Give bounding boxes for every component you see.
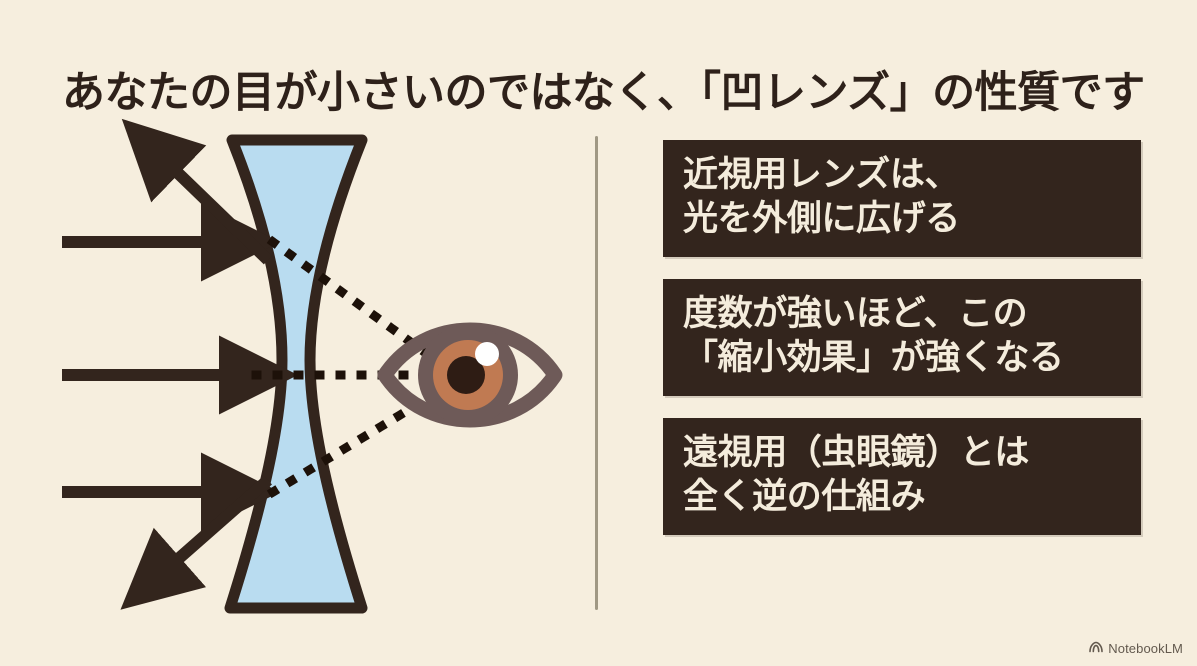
card-line: 「縮小効果」が強くなる bbox=[683, 338, 1064, 378]
eye-illustration bbox=[377, 322, 563, 428]
card-power-effect: 度数が強いほど、この 「縮小効果」が強くなる bbox=[663, 278, 1141, 396]
card-line: 全く逆の仕組み bbox=[683, 477, 926, 517]
card-line: 度数が強いほど、この bbox=[683, 293, 1028, 333]
outgoing-ray-top bbox=[121, 118, 273, 265]
notebooklm-icon bbox=[1089, 641, 1104, 656]
notebooklm-label: NotebookLM bbox=[1108, 641, 1183, 656]
card-line: 遠視用（虫眼鏡）とは bbox=[683, 432, 1030, 472]
outgoing-ray-bottom bbox=[120, 475, 272, 610]
card-line: 近視用レンズは、 bbox=[683, 155, 960, 194]
page-title: あなたの目が小さいのではなく、「凹レンズ」の性質です bbox=[62, 69, 1145, 118]
section-divider bbox=[595, 136, 598, 610]
card-hyperopia-contrast: 遠視用（虫眼鏡）とは 全く逆の仕組み bbox=[663, 417, 1141, 535]
card-myopia-lens: 近視用レンズは、 光を外側に広げる bbox=[663, 140, 1141, 257]
notebooklm-watermark: NotebookLM bbox=[1089, 641, 1183, 656]
card-line: 光を外側に広げる bbox=[683, 199, 960, 239]
statement-card-list: 近視用レンズは、 光を外側に広げる 度数が強いほど、この 「縮小効果」が強くなる… bbox=[663, 140, 1141, 610]
concave-lens-ray-diagram bbox=[0, 110, 600, 640]
